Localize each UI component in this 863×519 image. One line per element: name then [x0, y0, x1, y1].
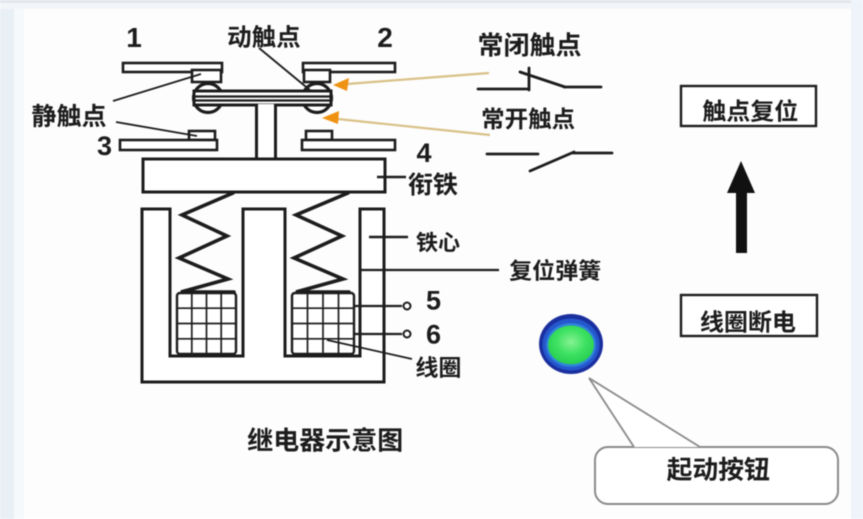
svg-text:6: 6 — [426, 319, 441, 349]
svg-text:2: 2 — [377, 22, 393, 53]
svg-text:5: 5 — [426, 285, 441, 315]
svg-text:3: 3 — [97, 131, 112, 161]
svg-text:1: 1 — [126, 22, 142, 53]
svg-text:4: 4 — [416, 138, 431, 168]
